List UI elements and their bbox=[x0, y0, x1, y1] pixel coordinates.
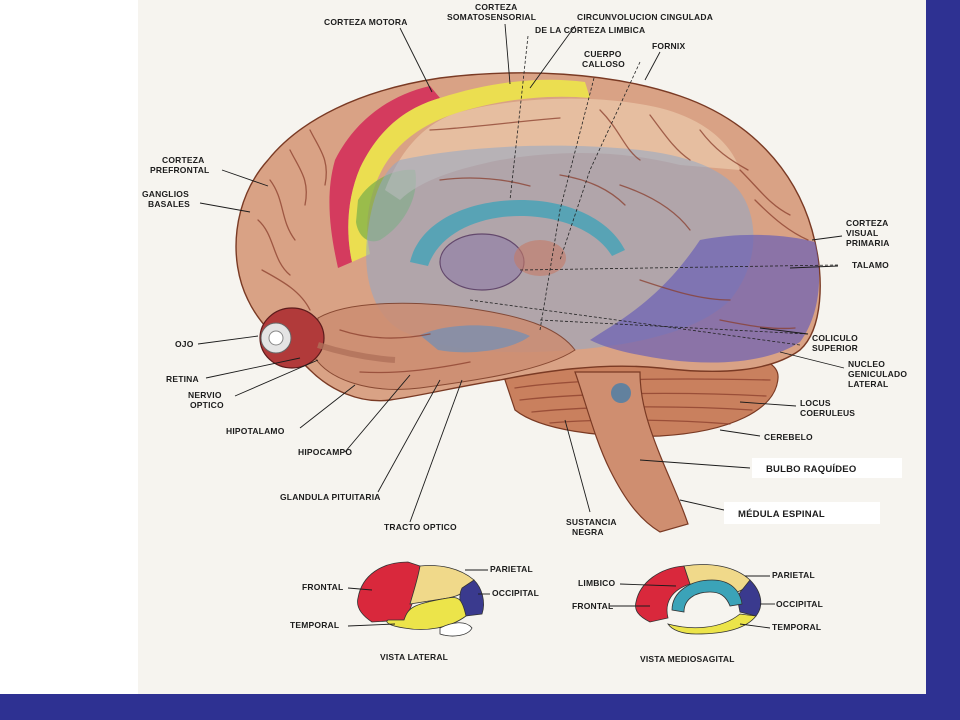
lateral-temporal bbox=[386, 597, 467, 630]
highlighted-labels: BULBO RAQUÍDEO MÉDULA ESPINAL bbox=[724, 458, 902, 524]
label-corteza-prefrontal-2: PREFRONTAL bbox=[150, 165, 209, 175]
label-nervio-optico-2: OPTICO bbox=[190, 400, 224, 410]
label-cerebelo: CEREBELO bbox=[764, 432, 813, 442]
label-sustancia-1: SUSTANCIA bbox=[566, 517, 617, 527]
hippocampus bbox=[420, 325, 530, 353]
label-coliculo-1: COLICULO bbox=[812, 333, 858, 343]
lateral-label-parietal: PARIETAL bbox=[490, 564, 533, 574]
optic-nerve bbox=[317, 342, 396, 363]
label-glandula-pituitaria: GLANDULA PITUITARIA bbox=[280, 492, 381, 502]
internal-dashed-leaders bbox=[469, 35, 839, 346]
label-corteza-somatosensorial-1: CORTEZA bbox=[475, 2, 517, 12]
cingulate-arc bbox=[410, 200, 625, 266]
label-fornix: FORNIX bbox=[652, 41, 685, 51]
cortical-sulci bbox=[257, 109, 809, 374]
eye-pupil bbox=[268, 330, 284, 346]
medial-limbic bbox=[671, 579, 743, 613]
lateral-label-temporal: TEMPORAL bbox=[290, 620, 339, 630]
lateral-view-mini: FRONTAL PARIETAL OCCIPITAL TEMPORAL VIST… bbox=[290, 561, 539, 662]
lateral-label-occipital: OCCIPITAL bbox=[492, 588, 539, 598]
label-corteza-visual-2: VISUAL bbox=[846, 228, 878, 238]
label-sustancia-2: NEGRA bbox=[572, 527, 604, 537]
leader-lines bbox=[197, 23, 845, 523]
medial-label-temporal: TEMPORAL bbox=[772, 622, 821, 632]
label-ganglios-basales-2: BASALES bbox=[148, 199, 190, 209]
label-corteza-motora: CORTEZA MOTORA bbox=[324, 17, 408, 27]
motor-cortex-band bbox=[348, 79, 590, 262]
brainstem bbox=[574, 371, 689, 533]
somatosensory-band bbox=[329, 86, 440, 268]
medial-label-occipital: OCCIPITAL bbox=[776, 599, 823, 609]
medial-frontal bbox=[635, 565, 691, 623]
label-corteza-somatosensorial-2: SOMATOSENSORIAL bbox=[447, 12, 536, 22]
visual-cortex-overlay bbox=[590, 234, 820, 363]
label-ganglios-basales-1: GANGLIOS bbox=[142, 189, 189, 199]
lateral-label-frontal: FRONTAL bbox=[302, 582, 343, 592]
medial-temporal bbox=[667, 613, 757, 635]
main-brain bbox=[235, 35, 839, 533]
medial-label-frontal: FRONTAL bbox=[572, 601, 613, 611]
medial-view-mini: LIMBICO PARIETAL FRONTAL OCCIPITAL TEMPO… bbox=[572, 564, 823, 664]
basal-ganglia bbox=[514, 240, 566, 276]
label-hipocampo: HIPOCAMPO bbox=[298, 447, 352, 457]
lateral-caption: VISTA LATERAL bbox=[380, 652, 448, 662]
medial-label-limbico: LIMBICO bbox=[578, 578, 615, 588]
label-nucleo-2: GENICULADO bbox=[848, 369, 907, 379]
label-hipotalamo: HIPOTALAMO bbox=[226, 426, 285, 436]
label-circunvolucion-2: DE LA CORTEZA LIMBICA bbox=[535, 25, 645, 35]
lateral-cerebellum bbox=[439, 622, 473, 637]
label-coliculo-2: SUPERIOR bbox=[812, 343, 858, 353]
label-ojo: OJO bbox=[175, 339, 194, 349]
label-corteza-visual-1: CORTEZA bbox=[846, 218, 888, 228]
bulbo-label-box bbox=[752, 458, 902, 478]
brain-diagram: CORTEZA MOTORA CORTEZA SOMATOSENSORIAL C… bbox=[142, 2, 907, 664]
label-cuerpo-calloso-2: CALLOSO bbox=[582, 59, 625, 69]
structure-labels: CORTEZA MOTORA CORTEZA SOMATOSENSORIAL C… bbox=[142, 2, 907, 537]
thalamus bbox=[439, 233, 525, 291]
locus-coeruleus-spot bbox=[611, 383, 631, 403]
label-circunvolucion-1: CIRCUNVOLUCION CINGULADA bbox=[577, 12, 713, 22]
medial-occipital bbox=[737, 579, 762, 617]
medial-caption: VISTA MEDIOSAGITAL bbox=[640, 654, 735, 664]
label-cuerpo-calloso-1: CUERPO bbox=[584, 49, 622, 59]
label-locus-2: COERULEUS bbox=[800, 408, 855, 418]
label-talamo: TALAMO bbox=[852, 260, 889, 270]
medial-label-parietal: PARIETAL bbox=[772, 570, 815, 580]
label-locus-1: LOCUS bbox=[800, 398, 831, 408]
slide-frame-bottom bbox=[0, 694, 960, 720]
label-medula-espinal: MÉDULA ESPINAL bbox=[738, 509, 825, 520]
label-corteza-visual-3: PRIMARIA bbox=[846, 238, 890, 248]
label-nucleo-3: LATERAL bbox=[848, 379, 888, 389]
label-tracto-optico: TRACTO OPTICO bbox=[384, 522, 457, 532]
label-nucleo-1: NUCLEO bbox=[848, 359, 885, 369]
label-corteza-prefrontal-1: CORTEZA bbox=[162, 155, 204, 165]
medula-label-box bbox=[724, 502, 880, 524]
slide-frame-right bbox=[926, 0, 960, 720]
label-nervio-optico-1: NERVIO bbox=[188, 390, 222, 400]
label-retina: RETINA bbox=[166, 374, 199, 384]
label-bulbo-raquideo: BULBO RAQUÍDEO bbox=[766, 464, 856, 475]
